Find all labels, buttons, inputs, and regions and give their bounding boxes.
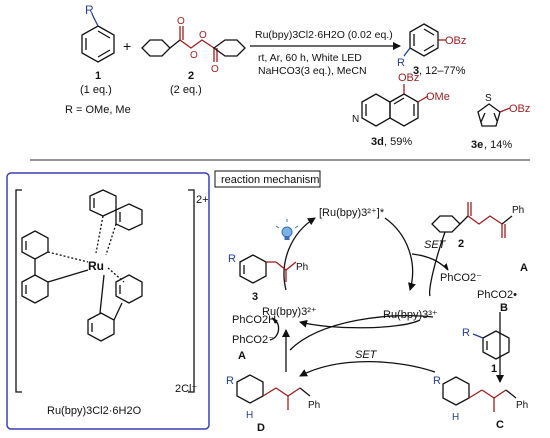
- phco2-anion: PhCO2⁻: [440, 272, 482, 284]
- product-3d-n: N: [352, 114, 359, 125]
- mech-label-3: 3: [252, 291, 258, 303]
- reactant-2-o4: O: [211, 64, 219, 75]
- proton-transfer-arrow: [269, 317, 280, 341]
- benzoyloxy-radical: PhCO2•: [477, 289, 517, 301]
- catalyst-charge: 2+: [196, 194, 209, 206]
- reactant-2-o3: O: [199, 30, 207, 41]
- ru-bpy-complex-structure: [21, 189, 143, 342]
- product-3-number: 3: [413, 65, 419, 77]
- mech-reagent-1-r: R: [462, 327, 470, 339]
- mech-product-3-ph: Ph: [296, 262, 308, 273]
- mech-reagent-1-structure: [472, 330, 510, 360]
- set-label-1: SET: [424, 239, 447, 251]
- reactant-2-number: 2: [188, 70, 194, 82]
- intermediate-c-ph: Ph: [516, 400, 528, 411]
- catalyst-metal: Ru: [88, 259, 104, 273]
- intermediate-c-h: H: [452, 412, 459, 423]
- mechanism-title: reaction mechanism: [221, 174, 319, 186]
- reactant-1-number: 1: [95, 70, 101, 82]
- catalyst-box: [6, 172, 210, 430]
- substituent-r: R: [85, 3, 94, 17]
- mech-ph-2: Ph: [512, 205, 524, 216]
- product-3-r: R: [397, 57, 405, 69]
- reactant-2-o2: O: [190, 50, 198, 61]
- cycle-arc-left: [283, 217, 316, 291]
- cycle-bottom-arrow: [299, 319, 421, 329]
- intermediate-d-ph: Ph: [308, 400, 320, 411]
- product-3e-structure: [477, 103, 511, 127]
- mech-reagent-2-structure: [431, 202, 513, 238]
- catalyst-brackets: [15, 189, 195, 393]
- reactant-2-equivalents: (2 eq.): [170, 84, 202, 96]
- reactant-2-structure: [141, 26, 246, 62]
- reactant-1-equivalents: (1 eq.): [80, 84, 112, 96]
- set-arrow-1: [411, 253, 449, 271]
- condition-catalyst: Ru(bpy)3Cl2·6H2O (0.02 eq.): [255, 29, 393, 41]
- phco2h: PhCO2H: [232, 314, 276, 326]
- mechanism-title-box: [214, 170, 321, 188]
- intermediate-c-r: R: [433, 375, 441, 387]
- product-3-structure: [403, 23, 446, 57]
- condition-line-3: NaHCO3(3 eq.), MeCN: [258, 65, 367, 77]
- reactant-2-o1: O: [177, 16, 185, 27]
- r-definition: R = OMe, Me: [65, 104, 131, 116]
- ru3-complex: Ru(bpy)3³⁺: [383, 309, 438, 321]
- product-3-yield: , 12–77%: [419, 65, 466, 77]
- intermediate-d-structure: [236, 374, 311, 410]
- mech-label-1: 1: [491, 363, 497, 375]
- plus-sign: +: [123, 38, 131, 54]
- product-3d-obz: OBz: [398, 72, 419, 84]
- set-arrow-2: [299, 360, 436, 377]
- label-a-left: A: [238, 350, 246, 362]
- label-d: D: [257, 422, 265, 434]
- reactant-1-structure: [81, 13, 115, 63]
- catalyst-counterion: 2Cl⁻: [175, 383, 198, 395]
- product-3e-number: 3e: [471, 139, 483, 151]
- cycle-arc-right: [384, 217, 416, 291]
- product-3d-yield: , 59%: [384, 136, 412, 148]
- condition-line-2: rt, Ar, 60 h, White LED: [258, 52, 362, 64]
- intermediate-d-h: H: [246, 410, 253, 421]
- product-3d-ome: OMe: [426, 91, 450, 103]
- label-a: A: [520, 262, 528, 274]
- set-crossing-arrow: [289, 314, 434, 351]
- product-3e-yield: , 14%: [484, 139, 512, 151]
- label-c: C: [496, 419, 504, 431]
- product-3-obz: OBz: [445, 35, 466, 47]
- excited-ru-complex: [Ru(bpy)3²⁺]*: [319, 207, 385, 219]
- mech-label-2: 2: [458, 238, 464, 250]
- product-3e-s: S: [485, 93, 492, 104]
- label-b: B: [500, 302, 508, 314]
- product-3e-obz: OBz: [509, 103, 530, 115]
- set-label-2: SET: [355, 349, 378, 361]
- phco2-anion-left: PhCO2⁻: [232, 334, 274, 346]
- catalyst-name: Ru(bpy)3Cl2·6H2O: [47, 405, 142, 417]
- mech-product-3-structure: [239, 254, 297, 284]
- product-3d-number: 3d: [371, 136, 384, 148]
- intermediate-c-structure: [442, 376, 517, 412]
- product-3d-structure: [361, 84, 429, 127]
- light-bulb-icon: [275, 219, 299, 240]
- ru2-complex: Ru(bpy)3²⁺: [262, 306, 317, 318]
- intermediate-d-r: R: [226, 375, 234, 387]
- mech-product-3-r: R: [228, 253, 236, 265]
- reagent-2-arrow: [429, 231, 446, 297]
